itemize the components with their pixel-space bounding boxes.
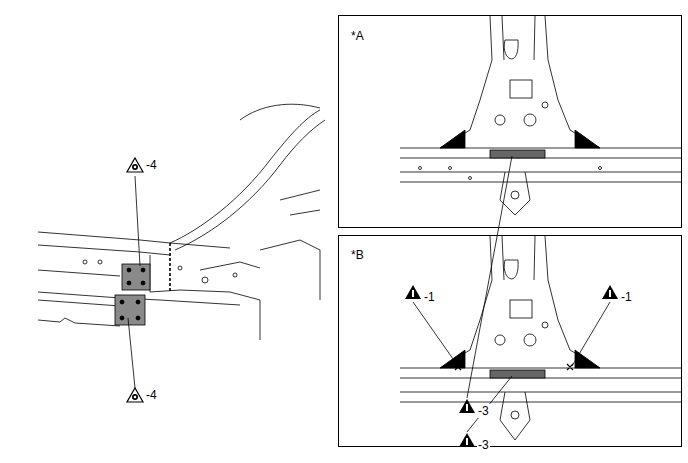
callout-number: -4 <box>145 388 158 402</box>
callout-number: -4 <box>145 158 158 172</box>
panel-frame <box>339 236 682 447</box>
rocker-illustration <box>38 104 325 340</box>
callout-number: -1 <box>620 290 633 304</box>
panel-frame <box>339 16 682 228</box>
callout-number: -3 <box>477 404 490 418</box>
pillar-illustration <box>400 236 681 440</box>
sealer-symbol <box>405 285 618 447</box>
view-label: *B <box>350 248 365 262</box>
view-label: *A <box>350 29 365 43</box>
weld-symbol <box>127 158 143 402</box>
leader-line <box>128 156 610 432</box>
pillar-illustration <box>400 16 681 215</box>
callout-number: -3 <box>477 438 490 452</box>
callout-number: -1 <box>423 290 436 304</box>
